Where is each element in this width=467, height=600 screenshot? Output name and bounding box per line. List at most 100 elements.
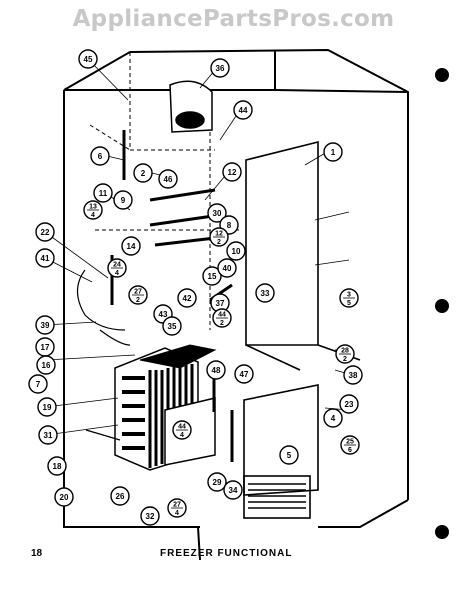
svg-text:27: 27: [173, 502, 181, 509]
svg-text:19: 19: [43, 403, 52, 412]
callout-30: 30: [207, 203, 227, 223]
lower-cover: [243, 384, 319, 519]
callout-33: 33: [255, 283, 275, 303]
svg-text:46: 46: [164, 175, 173, 184]
svg-text:2: 2: [136, 297, 140, 304]
svg-text:18: 18: [53, 462, 62, 471]
svg-text:28: 28: [341, 348, 349, 355]
fan-motor: [169, 80, 213, 133]
callout-31: 31: [38, 425, 58, 445]
svg-text:6: 6: [348, 447, 352, 454]
callout-10: 10: [226, 241, 246, 261]
svg-text:14: 14: [127, 242, 136, 251]
callout-1: 1: [323, 142, 343, 162]
svg-text:40: 40: [223, 264, 232, 273]
svg-text:2: 2: [220, 320, 224, 327]
callout-45: 45: [78, 49, 98, 69]
svg-text:31: 31: [44, 431, 53, 440]
svg-text:4: 4: [180, 432, 184, 439]
callout-5: 5: [279, 445, 299, 465]
svg-text:2: 2: [343, 356, 347, 363]
svg-text:47: 47: [240, 370, 249, 379]
svg-text:4: 4: [175, 510, 179, 517]
svg-text:42: 42: [183, 294, 192, 303]
callout-44-2: 442: [212, 308, 232, 328]
callout-27-4: 274: [167, 498, 187, 518]
callout-39: 39: [35, 315, 55, 335]
callout-22: 22: [35, 222, 55, 242]
svg-text:25: 25: [346, 439, 354, 446]
svg-text:4: 4: [115, 270, 119, 277]
svg-text:17: 17: [41, 343, 50, 352]
back-panel: [245, 140, 361, 371]
svg-text:9: 9: [121, 196, 126, 205]
callout-20: 20: [54, 487, 74, 507]
callout-24-4: 244: [107, 258, 127, 278]
svg-text:15: 15: [208, 272, 217, 281]
svg-text:39: 39: [41, 321, 50, 330]
callout-32: 32: [140, 506, 160, 526]
svg-text:43: 43: [159, 310, 168, 319]
svg-text:29: 29: [213, 478, 222, 487]
svg-text:13: 13: [89, 204, 97, 211]
svg-text:6: 6: [98, 152, 103, 161]
callout-17: 17: [35, 337, 55, 357]
svg-text:5: 5: [287, 451, 292, 460]
callout-12-2: 122: [209, 227, 229, 247]
callout-28-2: 282: [335, 344, 355, 364]
callout-19: 19: [37, 397, 57, 417]
callout-13-4: 134: [83, 200, 103, 220]
callout-40: 40: [217, 258, 237, 278]
svg-text:8: 8: [227, 221, 232, 230]
callout-42: 42: [177, 288, 197, 308]
svg-text:37: 37: [216, 299, 225, 308]
callout-14: 14: [121, 236, 141, 256]
callout-47: 47: [234, 364, 254, 384]
svg-text:34: 34: [229, 486, 238, 495]
svg-text:5: 5: [347, 300, 351, 307]
svg-text:24: 24: [113, 262, 121, 269]
callout-34: 34: [223, 480, 243, 500]
callout-44-4: 444: [172, 420, 192, 440]
callout-7: 7: [28, 374, 48, 394]
binder-hole: [435, 525, 449, 539]
tubing: [76, 269, 131, 441]
callout-2: 2: [133, 163, 153, 183]
svg-text:44: 44: [239, 106, 248, 115]
callout-9: 9: [113, 190, 133, 210]
svg-text:2: 2: [217, 239, 221, 246]
svg-text:35: 35: [168, 322, 177, 331]
callout-44: 44: [233, 100, 253, 120]
callout-12: 12: [222, 162, 242, 182]
callout-26: 26: [110, 486, 130, 506]
callout-18: 18: [47, 456, 67, 476]
binder-hole: [435, 299, 449, 313]
svg-text:30: 30: [213, 209, 222, 218]
svg-text:36: 36: [216, 64, 225, 73]
svg-text:2: 2: [141, 169, 146, 178]
callout-6: 6: [90, 146, 110, 166]
svg-text:12: 12: [228, 168, 237, 177]
svg-text:44: 44: [178, 424, 186, 431]
figure-caption: FREEZER FUNCTIONAL: [160, 548, 293, 559]
svg-text:48: 48: [212, 366, 221, 375]
svg-text:11: 11: [99, 189, 108, 198]
svg-text:33: 33: [261, 289, 270, 298]
svg-text:7: 7: [36, 380, 41, 389]
callout-23: 23: [339, 394, 359, 414]
callout-16: 16: [36, 355, 56, 375]
svg-text:23: 23: [345, 400, 354, 409]
svg-text:41: 41: [41, 254, 50, 263]
svg-text:20: 20: [60, 493, 69, 502]
callout-11: 11: [93, 183, 113, 203]
svg-text:26: 26: [116, 492, 125, 501]
callout-3-5: 35: [339, 288, 359, 308]
svg-text:1: 1: [331, 148, 336, 157]
callout-38: 38: [343, 365, 363, 385]
callout-36: 36: [210, 58, 230, 78]
svg-text:4: 4: [91, 212, 95, 219]
svg-text:22: 22: [41, 228, 50, 237]
